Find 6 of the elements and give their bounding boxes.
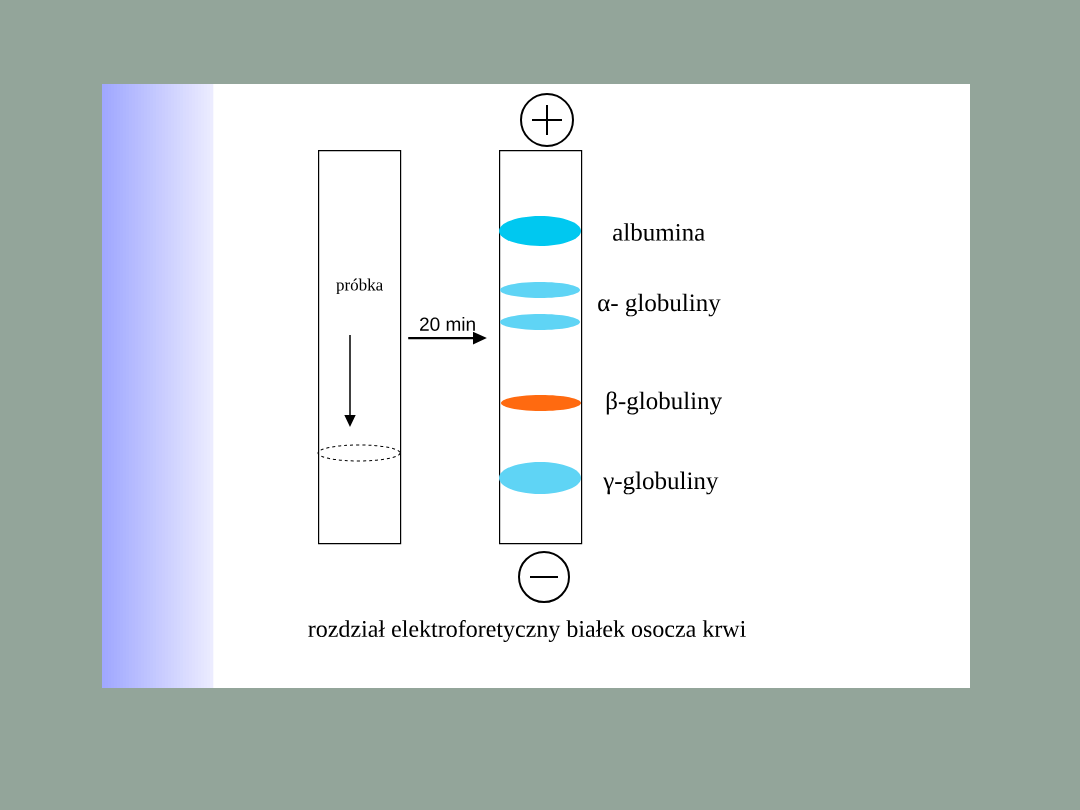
gel-tube [499, 150, 583, 545]
band-label: β-globuliny [606, 391, 722, 415]
caption: rozdział elektroforetyczny białek osocza krwi [308, 619, 746, 643]
edge-label: 20 min [420, 316, 475, 331]
band-label: albumina [613, 223, 705, 241]
sample-tube: próbka [318, 150, 402, 545]
